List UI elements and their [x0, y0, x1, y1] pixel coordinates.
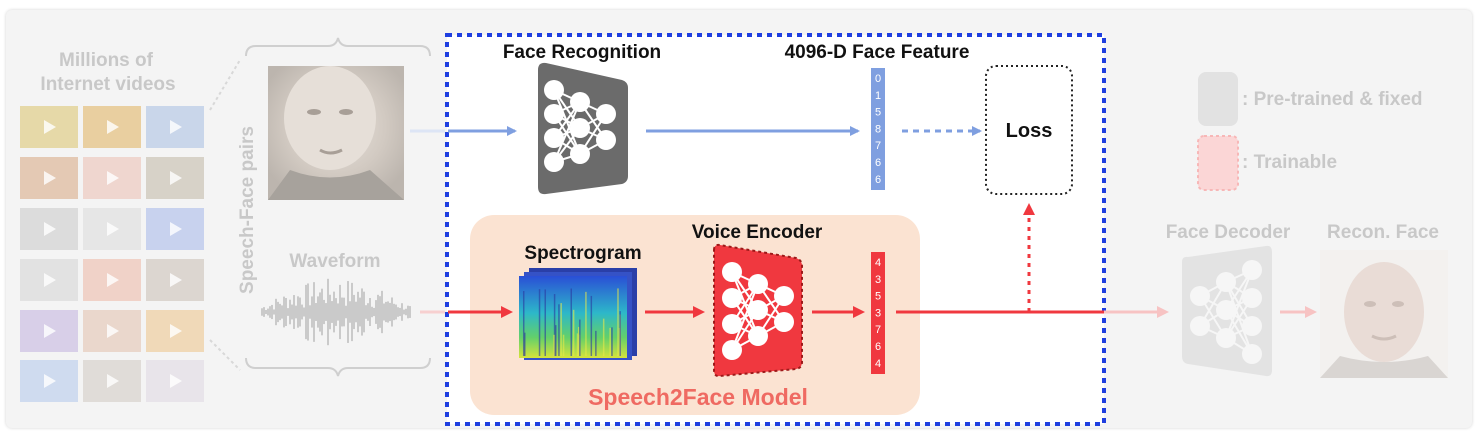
legend-trainable-swatch — [1197, 135, 1239, 191]
play-icon — [170, 374, 182, 388]
network-node — [722, 314, 742, 334]
play-icon — [44, 324, 56, 338]
video-thumbnail-grid — [20, 106, 204, 402]
videos-title-line1: Millions of — [59, 50, 154, 71]
play-icon — [44, 171, 56, 185]
play-icon — [170, 273, 182, 287]
play-icon — [44, 120, 56, 134]
feature-digit: 6 — [875, 174, 881, 186]
play-icon — [107, 120, 119, 134]
voice-feature-digits: 4 3 5 3 7 6 4 — [875, 257, 881, 370]
network-node — [596, 130, 616, 150]
network-node — [1242, 316, 1262, 336]
network-node — [596, 104, 616, 124]
play-icon — [170, 324, 182, 338]
top-brace — [245, 37, 431, 57]
network-node — [722, 340, 742, 360]
voice-feature-vector — [871, 252, 885, 374]
loss-box — [985, 65, 1073, 195]
network-node — [748, 326, 768, 346]
face-decoder-network — [1182, 245, 1272, 377]
waveform-label: Waveform — [289, 251, 380, 272]
network-node — [722, 288, 742, 308]
feature-digit: 6 — [875, 341, 881, 353]
loss-label: Loss — [1006, 120, 1053, 142]
play-icon — [107, 273, 119, 287]
face-feature-vector — [871, 68, 885, 190]
input-face-photo — [268, 66, 404, 200]
feature-digit: 5 — [875, 291, 881, 303]
feature-digit: 3 — [875, 274, 881, 286]
legend-trainable-label: : Trainable — [1242, 152, 1337, 173]
bottom-brace — [245, 357, 431, 377]
feature-digit: 3 — [875, 307, 881, 319]
network-node — [748, 274, 768, 294]
network-node — [1190, 286, 1210, 306]
speech2face-model-label: Speech2Face Model — [588, 384, 808, 410]
feature-digit: 6 — [875, 157, 881, 169]
connector-top — [209, 59, 241, 111]
network-edge — [1225, 269, 1253, 339]
network-node — [544, 104, 564, 124]
network-edge — [553, 101, 581, 163]
feature-digit: 0 — [875, 73, 881, 85]
face-decoder-label: Face Decoder — [1166, 222, 1291, 243]
voice-encoder-label: Voice Encoder — [692, 222, 823, 243]
network-node — [1216, 300, 1236, 320]
network-node — [570, 92, 590, 112]
network-edge — [731, 283, 759, 351]
play-icon — [170, 120, 182, 134]
feature-digit: 5 — [875, 107, 881, 119]
network-node — [722, 262, 742, 282]
face-feature-digits: 0 1 5 8 7 6 6 — [875, 73, 881, 186]
network-node — [748, 300, 768, 320]
play-icon — [170, 222, 182, 236]
network-node — [1216, 328, 1236, 348]
network-node — [1190, 316, 1210, 336]
feature-digit: 1 — [875, 90, 881, 102]
voice-encoder-network — [713, 243, 803, 378]
network-node — [544, 80, 564, 100]
network-node — [1242, 288, 1262, 308]
play-icon — [44, 374, 56, 388]
videos-title-line2: Internet videos — [40, 74, 175, 95]
spectrogram — [519, 268, 637, 360]
network-node — [544, 128, 564, 148]
waveform — [261, 278, 411, 346]
network-node — [774, 286, 794, 306]
speech-face-pairs-label: Speech-Face pairs — [237, 126, 258, 294]
feature-digit: 7 — [875, 324, 881, 336]
feature-digit: 8 — [875, 123, 881, 135]
play-icon — [107, 222, 119, 236]
play-icon — [44, 222, 56, 236]
play-icon — [107, 374, 119, 388]
face-feature-label: 4096-D Face Feature — [785, 42, 970, 63]
network-node — [774, 312, 794, 332]
legend-pretrained-label: : Pre-trained & fixed — [1242, 89, 1423, 110]
network-node — [570, 144, 590, 164]
play-icon — [44, 273, 56, 287]
spectrogram-label: Spectrogram — [524, 243, 641, 264]
reconstructed-face — [1320, 250, 1448, 378]
play-icon — [170, 171, 182, 185]
network-node — [1242, 344, 1262, 364]
network-node — [1216, 272, 1236, 292]
play-icon — [107, 324, 119, 338]
network-node — [570, 118, 590, 138]
face-recognition-label: Face Recognition — [503, 42, 661, 63]
feature-digit: 4 — [875, 257, 881, 269]
play-icon — [107, 171, 119, 185]
network-node — [1242, 260, 1262, 280]
legend-pretrained-swatch — [1198, 72, 1238, 126]
connector-bottom — [209, 339, 241, 371]
face-recognition-network — [538, 62, 628, 195]
feature-digit: 4 — [875, 358, 881, 370]
network-node — [544, 152, 564, 172]
recon-face-label: Recon. Face — [1327, 222, 1439, 243]
feature-digit: 7 — [875, 140, 881, 152]
